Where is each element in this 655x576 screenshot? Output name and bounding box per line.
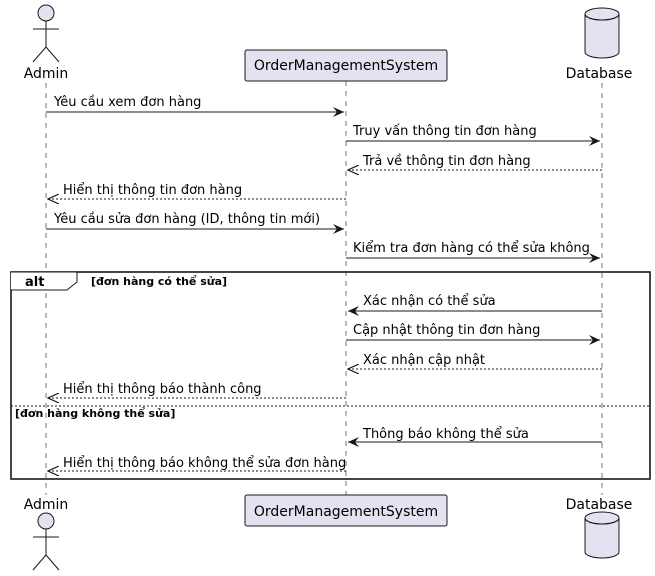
message-label-3: Trả về thông tin đơn hàng [362,154,531,169]
system-participant-bottom: OrderManagementSystem [244,494,448,527]
message-label-10: Hiển thị thông báo thành công [63,382,262,397]
alt-keyword: alt [25,275,44,290]
admin-label-bottom: Admin [24,497,69,513]
alt-guard-1: [đơn hàng có thể sửa] [91,275,227,288]
system-label-top: OrderManagementSystem [254,58,438,74]
database-icon-bottom: Database [566,497,633,559]
admin-actor-bottom: Admin [24,497,69,571]
message-label-11: Thông báo không thể sửa [362,427,529,442]
message-label-5: Yêu cầu sửa đơn hàng (ID, thông tin mới) [53,212,320,227]
message-label-7: Xác nhận có thể sửa [363,294,496,309]
admin-actor-top: Admin [24,4,69,82]
database-label-top: Database [566,66,633,82]
message-label-8: Cập nhật thông tin đơn hàng [353,323,540,338]
alt-guard-2: [đơn hàng không thể sửa] [15,407,175,420]
message-label-4: Hiển thị thông tin đơn hàng [63,183,242,198]
database-label-bottom: Database [566,497,633,513]
system-participant-top: OrderManagementSystem [244,49,448,82]
database-icon-top: Database [566,7,633,82]
admin-label-top: Admin [24,66,69,82]
message-label-6: Kiểm tra đơn hàng có thể sửa không [353,241,590,256]
message-label-2: Truy vấn thông tin đơn hàng [352,124,537,139]
message-label-12: Hiển thị thông báo không thể sửa đơn hàn… [63,456,346,471]
system-label-bottom: OrderManagementSystem [254,504,438,520]
alt-fragment: alt [đơn hàng có thể sửa] [đơn hàng khôn… [10,271,651,480]
message-label-1: Yêu cầu xem đơn hàng [53,95,201,110]
message-label-9: Xác nhận cập nhật [363,353,485,368]
